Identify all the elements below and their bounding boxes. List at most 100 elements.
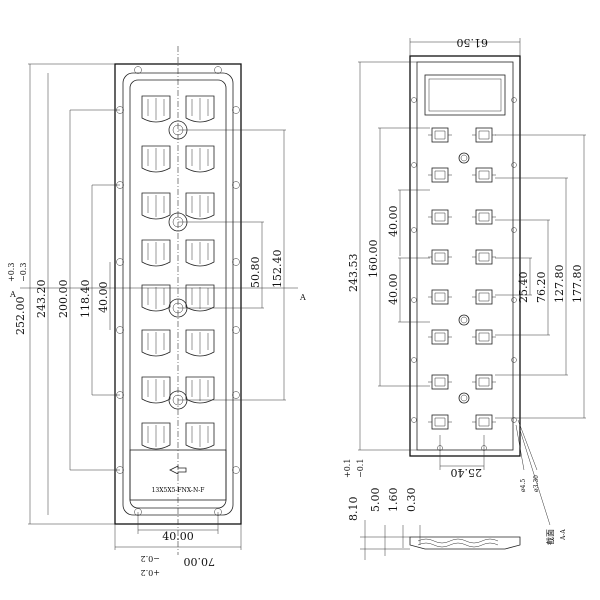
left-screw-hole [232, 181, 240, 189]
right-inner-frame [416, 61, 514, 451]
left-led-lens [185, 329, 215, 357]
right-screw-hole [511, 227, 517, 233]
right-leader-dia-b [517, 419, 538, 471]
left-dim-243: 243.20 [35, 280, 48, 319]
right-screw-hole [411, 297, 417, 303]
left-dim-200: 200.00 [57, 280, 70, 319]
right-section-profile [360, 536, 521, 550]
right-screw-hole [511, 162, 517, 168]
left-led-lens [185, 239, 215, 267]
left-led-lens [141, 329, 171, 357]
right-h-tol-minus: −0.1 [356, 459, 365, 478]
left-led-lens [185, 284, 215, 312]
right-h-0-3: 0.30 [405, 488, 418, 513]
right-dim-bottom-25: 25.40 [451, 466, 483, 479]
right-led-chip [428, 374, 452, 390]
right-led-chip [428, 289, 452, 305]
left-led-lens [141, 422, 171, 450]
right-screw-hole [411, 227, 417, 233]
right-led-chip [472, 127, 496, 143]
right-led-chip [428, 167, 452, 183]
right-led-chip [428, 127, 452, 143]
right-screw-group [411, 97, 517, 451]
right-section-label: 截面 [545, 529, 555, 545]
right-section-leader [519, 429, 551, 526]
right-dim-160: 160.00 [367, 240, 380, 279]
left-led-lens [141, 239, 171, 267]
left-dim-40: 40.00 [97, 282, 110, 314]
right-screw-hole [511, 357, 517, 363]
left-screw-hole [134, 66, 142, 74]
right-led-chip [428, 414, 452, 430]
right-screw-hole [411, 357, 417, 363]
right-led-chip [428, 209, 452, 225]
left-led-group [141, 95, 215, 450]
right-h-tol-plus: +0.1 [343, 459, 352, 478]
right-led-chip [472, 167, 496, 183]
right-led-chip [472, 289, 496, 305]
right-dim-243: 243.53 [347, 254, 360, 293]
right-led-chip [472, 374, 496, 390]
left-screw-group [116, 66, 240, 516]
right-dim-40b: 40.00 [387, 274, 400, 306]
right-dim-40a: 40.00 [387, 206, 400, 238]
right-window-inner [428, 78, 502, 112]
left-led-lens [185, 95, 215, 123]
right-led-chip [472, 329, 496, 345]
right-window [424, 74, 506, 116]
left-screw-hole [214, 66, 222, 74]
left-screw-hole [232, 106, 240, 114]
right-led-chip [428, 249, 452, 265]
left-screw-hole [232, 326, 240, 334]
left-dim-152: 152.40 [271, 250, 284, 289]
right-view: 61.50 243.53 160.00 40.00 40.00 25.40 76… [343, 36, 586, 560]
right-screw-hole [411, 162, 417, 168]
right-outer-frame [409, 55, 521, 457]
right-dim-76: 76.20 [535, 272, 548, 304]
left-led-lens [141, 192, 171, 220]
right-dim-127: 127.80 [553, 265, 566, 304]
left-led-lens [185, 422, 215, 450]
right-dim-61: 61.50 [457, 36, 489, 49]
right-led-chip [472, 209, 496, 225]
right-h-5: 5.00 [369, 488, 382, 513]
left-dim-50: 50.80 [249, 257, 262, 289]
right-led-chip [428, 329, 452, 345]
right-led-chip [472, 249, 496, 265]
right-dim-177: 177.80 [571, 265, 584, 304]
right-h-8: 8.10 [347, 497, 360, 522]
left-dim-40-bottom: 40.00 [162, 530, 194, 543]
left-screw-hole [116, 326, 124, 334]
left-dim-252: 252.00 [14, 297, 27, 336]
right-boss-group [458, 152, 470, 404]
right-leader-dia [515, 424, 525, 471]
right-boss [458, 152, 470, 164]
right-screw-hole [511, 297, 517, 303]
left-section-mark-left: A [9, 290, 16, 299]
right-dia-b: ø3.30 [533, 475, 540, 492]
right-led-chip [472, 414, 496, 430]
left-led-lens [185, 145, 215, 173]
left-led-lens [141, 145, 171, 173]
left-dim-70-tol-plus: +0.2 [141, 568, 160, 577]
right-section-sub: A-A [560, 529, 567, 541]
left-view: 13X5X5-FNX-N-F A A 252.00 +0.3 −0.3 [7, 46, 306, 577]
left-screw-hole [232, 466, 240, 474]
right-dim-25: 25.40 [517, 272, 530, 304]
left-led-lens [185, 192, 215, 220]
right-led-group [428, 127, 496, 430]
right-screw-hole [511, 417, 517, 423]
right-screw-hole [511, 97, 517, 103]
left-dim-70-tol-minus: −0.2 [141, 554, 160, 563]
right-screw-hole [411, 97, 417, 103]
left-screw-hole [232, 391, 240, 399]
left-led-lens [141, 376, 171, 404]
left-dim-70: 70.00 [184, 555, 216, 568]
left-screw-hole [116, 258, 124, 266]
left-led-lens [141, 284, 171, 312]
right-boss [458, 314, 470, 326]
left-dim-118: 118.40 [79, 280, 92, 319]
right-boss [458, 392, 470, 404]
left-screw-hole [232, 258, 240, 266]
